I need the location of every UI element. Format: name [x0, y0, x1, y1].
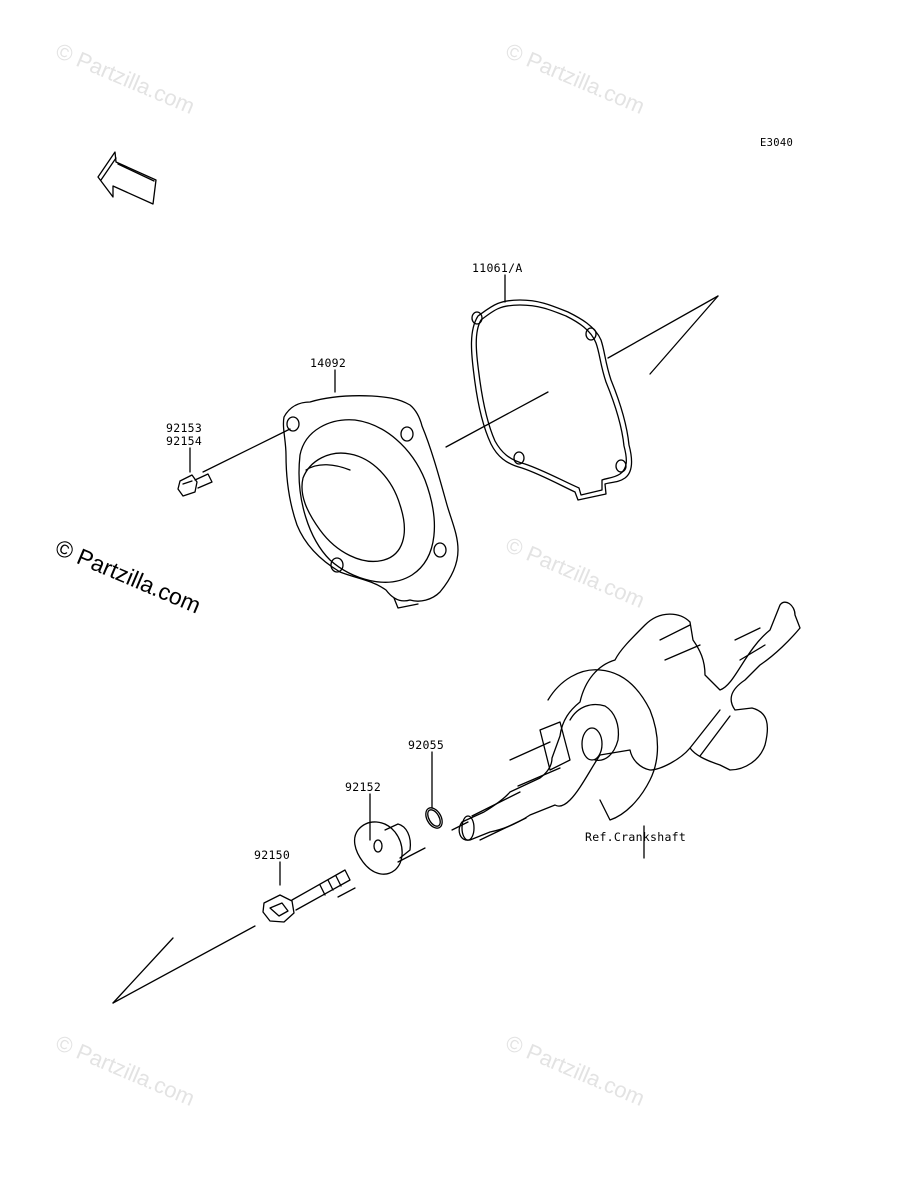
front-arrow-icon — [97, 151, 157, 205]
crankshaft-ref — [458, 601, 801, 841]
part-label-92150[interactable]: 92150 — [254, 848, 291, 862]
diagram-code: E3040 — [760, 137, 794, 149]
washer-92152 — [353, 821, 412, 875]
part-label-14092[interactable]: 14092 — [310, 356, 347, 370]
part-label-92152[interactable]: 92152 — [345, 780, 382, 794]
part-label-11061a[interactable]: 11061/A — [472, 261, 523, 275]
cover-14092 — [282, 395, 459, 609]
part-label-92153[interactable]: 92153 — [166, 421, 203, 435]
part-label-92055[interactable]: 92055 — [408, 738, 445, 752]
o-ring-92055 — [425, 807, 443, 829]
part-label-ref-crankshaft[interactable]: Ref.Crankshaft — [585, 830, 687, 844]
leader-lines — [189, 274, 645, 886]
bolt-92153-92154 — [177, 473, 213, 497]
gasket-11061a — [470, 299, 633, 501]
assembly-axis-lines — [112, 295, 719, 1004]
part-label-92154[interactable]: 92154 — [166, 434, 203, 448]
rotor-bolt-92150 — [262, 869, 351, 923]
